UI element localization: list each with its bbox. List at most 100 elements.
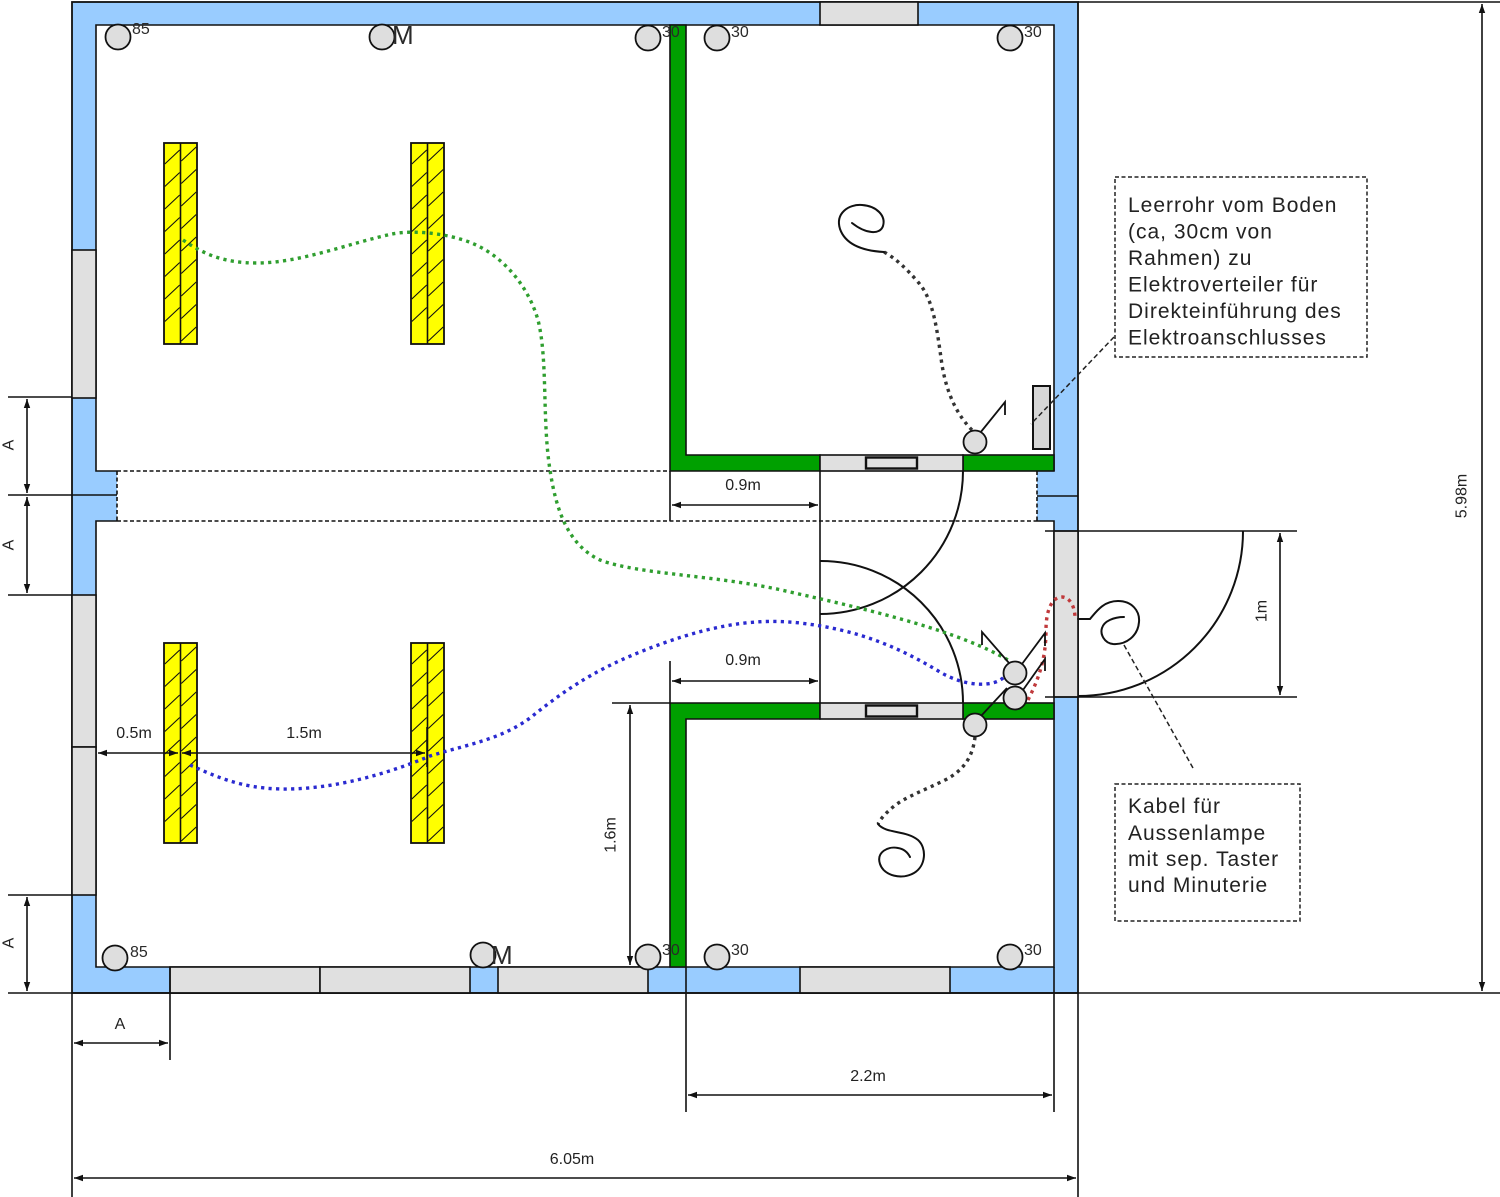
socket-icon xyxy=(996,943,1024,971)
socket-icon xyxy=(634,24,662,52)
extension-lines xyxy=(8,1,1500,1197)
socket-height-label: 85 xyxy=(132,21,150,38)
window-bottom-2 xyxy=(319,966,471,994)
socket-icon xyxy=(703,24,731,52)
callout-box xyxy=(1114,783,1301,922)
socket-height-label: 30 xyxy=(1024,24,1042,41)
dim-label-lamp-offset: 0.5m xyxy=(116,725,152,742)
switch-icon xyxy=(962,712,988,738)
cable-blue-lower-lights xyxy=(189,619,1007,791)
dimension-arrowhead xyxy=(809,677,818,685)
callout-text-line: und Minuterie xyxy=(1128,874,1268,897)
callout-text-line: Leerrohr vom Boden xyxy=(1128,194,1337,217)
dim-label-bottom-a: A xyxy=(115,1016,126,1033)
interior-floor xyxy=(96,25,1054,967)
ceiling-lamp-connection-icon xyxy=(837,203,885,253)
callout-box xyxy=(1114,176,1368,358)
dimension-arrowhead xyxy=(1276,533,1284,542)
switch-icon xyxy=(1002,685,1028,711)
callout-text-line: Elektroverteiler für xyxy=(1128,274,1318,297)
exterior-openings xyxy=(71,1,1079,994)
dimension-arrowhead xyxy=(672,501,681,509)
socket-icon xyxy=(469,941,497,969)
dim-label-lamp-spacing: 1.5m xyxy=(286,725,322,742)
switch-lever xyxy=(981,629,1046,665)
socket-icon xyxy=(368,23,396,51)
ceiling-lights xyxy=(163,142,445,844)
light-switch-lower-right-room xyxy=(962,687,1008,738)
light-fixture xyxy=(163,642,198,844)
socket-height-label: 30 xyxy=(731,942,749,959)
dimension-arrowhead xyxy=(169,749,178,757)
callout-leader xyxy=(1030,336,1115,425)
socket-icon xyxy=(703,943,731,971)
switches xyxy=(962,399,1046,738)
callout-text-line: mit sep. Taster xyxy=(1128,848,1279,871)
callout-conduit: Leerrohr vom Boden (ca, 30cm von Rahmen)… xyxy=(1030,176,1368,425)
socket-height-label: 85 xyxy=(130,944,148,961)
light-fixture-hatching xyxy=(411,146,444,342)
switch-lever xyxy=(1022,656,1046,691)
socket-icon xyxy=(634,943,662,971)
callout-text-line: Kabel für xyxy=(1128,795,1221,818)
window-top xyxy=(819,1,919,26)
cable-black-upper-right-room xyxy=(883,250,974,432)
socket-icon xyxy=(104,23,132,51)
callout-text-line: Elektroanschlusses xyxy=(1128,327,1327,350)
cable-red-outdoor-lamp xyxy=(1026,595,1077,701)
light-fixture-hatching xyxy=(164,646,197,842)
light-fixture xyxy=(163,142,198,345)
dim-label-overall-width: 6.05m xyxy=(550,1151,594,1168)
door-threshold-upper xyxy=(864,456,919,470)
outdoor-lamp-switch xyxy=(1002,656,1046,711)
dim-label-left-a-1: A xyxy=(1,439,18,450)
switch-icon xyxy=(1002,660,1028,686)
dim-label-room-width: 2.2m xyxy=(850,1068,886,1085)
dim-label-left-a-2: A xyxy=(1,539,18,550)
socket-height-label: 30 xyxy=(1024,942,1042,959)
dimension-arrowhead xyxy=(23,897,31,906)
window-left-lower-a xyxy=(71,594,97,748)
window-bottom-4 xyxy=(799,966,951,994)
container-joint-line xyxy=(8,494,1078,497)
light-fixture-hatching xyxy=(164,146,197,342)
dim-label-door-upper: 0.9m xyxy=(725,477,761,494)
switch-icon xyxy=(962,429,988,455)
dimension-arrowhead xyxy=(1276,686,1284,695)
dimension-arrowhead xyxy=(74,1174,83,1182)
callout-text-line: Aussenlampe xyxy=(1128,822,1266,845)
callout-text-line: (ca, 30cm von xyxy=(1128,221,1273,244)
dimension-arrowhead xyxy=(74,1039,83,1047)
dimension-arrowhead xyxy=(626,705,634,714)
dimension-arrowhead xyxy=(809,501,818,509)
building-shell xyxy=(8,1,1079,994)
dim-label-exterior-door: 1m xyxy=(1254,600,1271,622)
dimension-arrowhead xyxy=(626,956,634,965)
dim-label-partition: 1.6m xyxy=(603,817,620,853)
callout-text-line: Direkteinführung des xyxy=(1128,300,1342,323)
window-bottom-1 xyxy=(169,966,321,994)
dim-label-door-lower: 0.9m xyxy=(725,652,761,669)
ceiling-lamp-connection-icon xyxy=(877,823,925,878)
door-threshold-lower xyxy=(864,704,919,718)
switch-lever xyxy=(980,687,1008,717)
dimension-arrowhead xyxy=(1478,4,1486,13)
door-swing-lower xyxy=(819,559,964,704)
switch-lever xyxy=(979,399,1006,434)
dimension-arrowhead xyxy=(1067,1174,1076,1182)
socket-height-label: 30 xyxy=(731,24,749,41)
dimension-arrowhead xyxy=(98,749,107,757)
callout-outdoor-lamp: Kabel für Aussenlampe mit sep. Taster un… xyxy=(1114,644,1301,922)
dimension-arrowhead xyxy=(159,1039,168,1047)
dimension-arrowhead xyxy=(23,584,31,593)
callout-text-line: Rahmen) zu xyxy=(1128,247,1252,270)
lamp-connections xyxy=(837,203,1141,878)
dimension-arrowhead xyxy=(23,484,31,493)
door-swing-exterior xyxy=(1077,530,1244,697)
socket-type-label: M xyxy=(392,20,414,50)
socket-height-label: 30 xyxy=(662,24,680,41)
outdoor-lamp-icon xyxy=(1077,599,1141,646)
dimension-arrowhead xyxy=(23,497,31,506)
